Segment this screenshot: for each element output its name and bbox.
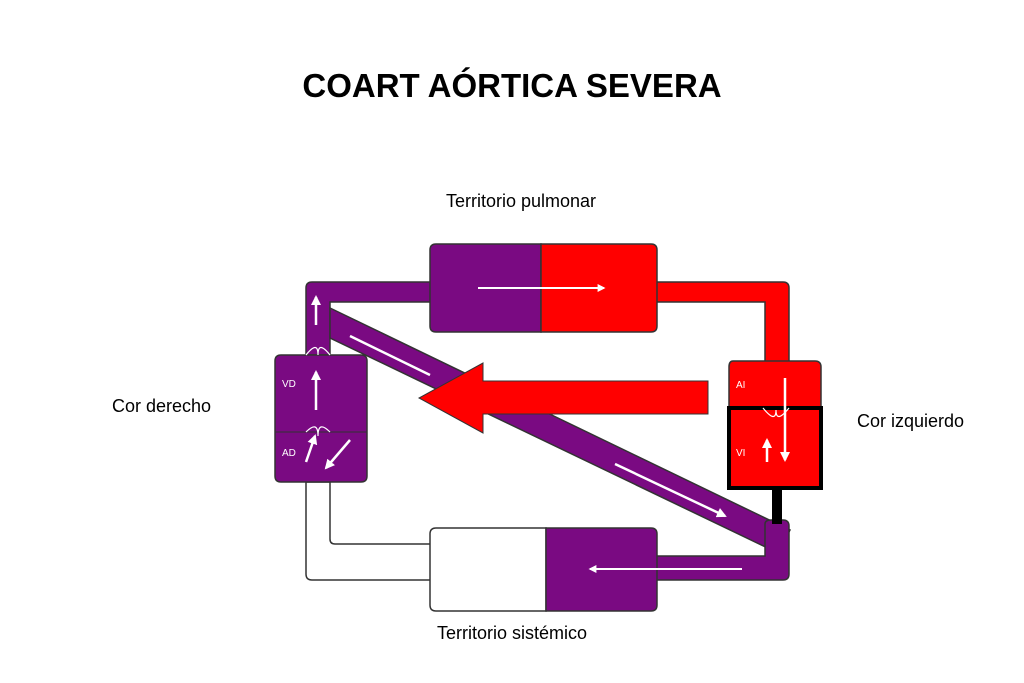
pulmonary-territory-box [429, 243, 658, 333]
ductus-flow-arrow-1 [349, 334, 431, 377]
la-label: AI [736, 380, 745, 391]
rv-label: VD [282, 379, 296, 390]
ductus-tube [329, 306, 792, 554]
right-heart-label: Cor derecho [112, 396, 211, 416]
tricuspid-valve [305, 426, 331, 437]
mitral-valve [762, 407, 790, 418]
pulmonary-vein-tube [655, 281, 790, 363]
left-heart: AI VI [727, 360, 823, 490]
page-title: COART AÓRTICA SEVERA [302, 67, 721, 104]
systemic-territory-box [429, 527, 742, 612]
pulmonary-artery-tube [305, 281, 433, 356]
left-heart-label: Cor izquierdo [857, 411, 964, 431]
ductus-flow-arrow-2 [614, 462, 727, 518]
coarctation-obstruction [772, 488, 782, 524]
pulmonary-valve [305, 346, 331, 356]
systemic-return-tube [305, 481, 433, 581]
shunt-arrow [417, 362, 709, 434]
ra-flow-arrow [304, 434, 318, 463]
right-heart: VD AD [274, 295, 368, 483]
ra-inflow-arrow [324, 439, 351, 470]
lv-label: VI [736, 448, 745, 459]
systemic-territory-label: Territorio sistémico [437, 623, 587, 643]
ra-label: AD [282, 448, 296, 459]
descending-aorta-tube [655, 519, 790, 581]
pulmonary-territory-label: Territorio pulmonar [446, 191, 596, 211]
